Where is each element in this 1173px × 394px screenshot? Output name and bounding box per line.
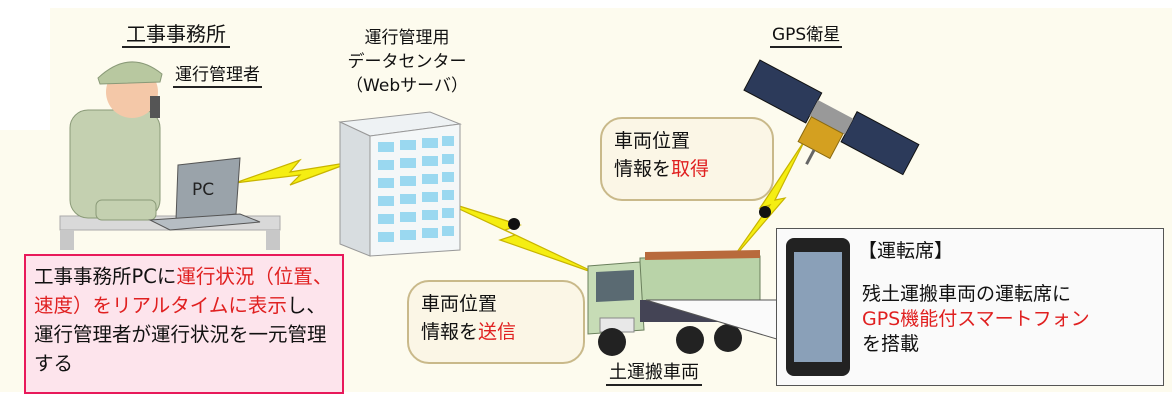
bubble-send-line1: 車両位置 <box>421 293 498 315</box>
bubble-send-location: 車両位置 情報を送信 <box>407 280 585 364</box>
datacenter-label: 運行管理用 データセンター （Webサーバ） <box>326 26 488 98</box>
office-note: 工事事務所PCに運行状況（位置、速度）をリアルタイムに表示し、運行管理者が運行状… <box>24 254 344 394</box>
callout-body: 残土運搬車両の運転席に GPS機能付スマートフォンを搭載 <box>862 282 1162 357</box>
callout-body-suffix: を搭載 <box>862 333 920 355</box>
office-note-highlight: 運行状況（位置、速度）をリアルタイムに表示 <box>34 265 333 317</box>
callout-body-prefix: 残土運搬車両の運転席に <box>862 283 1072 305</box>
callout-title: 【運転席】 <box>858 240 954 262</box>
office-label: 工事事務所 <box>122 22 230 48</box>
office-note-seg1: 工事事務所PCに <box>34 265 177 288</box>
node-dot-acquire <box>759 206 771 218</box>
manager-figure <box>69 61 163 221</box>
bubble-send-prefix: 情報を <box>421 321 479 343</box>
bubble-acquire-line1: 車両位置 <box>614 130 691 152</box>
laptop <box>148 157 261 231</box>
datacenter-label-line1: 運行管理用 <box>364 28 450 48</box>
bubble-acquire-location: 車両位置 情報を取得 <box>600 117 774 201</box>
callout-body-highlight: GPS機能付スマートフォン <box>862 308 1090 330</box>
bubble-send-emphasis: 送信 <box>478 321 517 343</box>
manager-label: 運行管理者 <box>173 64 262 88</box>
office-note-seg3: し、運行管理者が運行状況を一元管理する <box>34 294 327 375</box>
datacenter-building <box>338 111 462 257</box>
pc-label: PC <box>192 180 215 200</box>
gps-satellite-label: GPS衛星 <box>770 24 843 48</box>
bubble-send-line2: 情報を送信 <box>421 318 571 346</box>
smartphone-screen <box>794 252 842 362</box>
bubble-acquire-emphasis: 取得 <box>671 158 710 180</box>
truck-label: 土運搬車両 <box>606 362 702 386</box>
bubble-acquire-line2: 情報を取得 <box>614 155 760 183</box>
datacenter-label-line3: （Webサーバ） <box>346 76 468 96</box>
datacenter-label-line2: データセンター <box>347 52 467 72</box>
bubble-acquire-prefix: 情報を <box>614 158 672 180</box>
node-dot-send <box>508 218 520 230</box>
gps-satellite <box>743 59 920 176</box>
